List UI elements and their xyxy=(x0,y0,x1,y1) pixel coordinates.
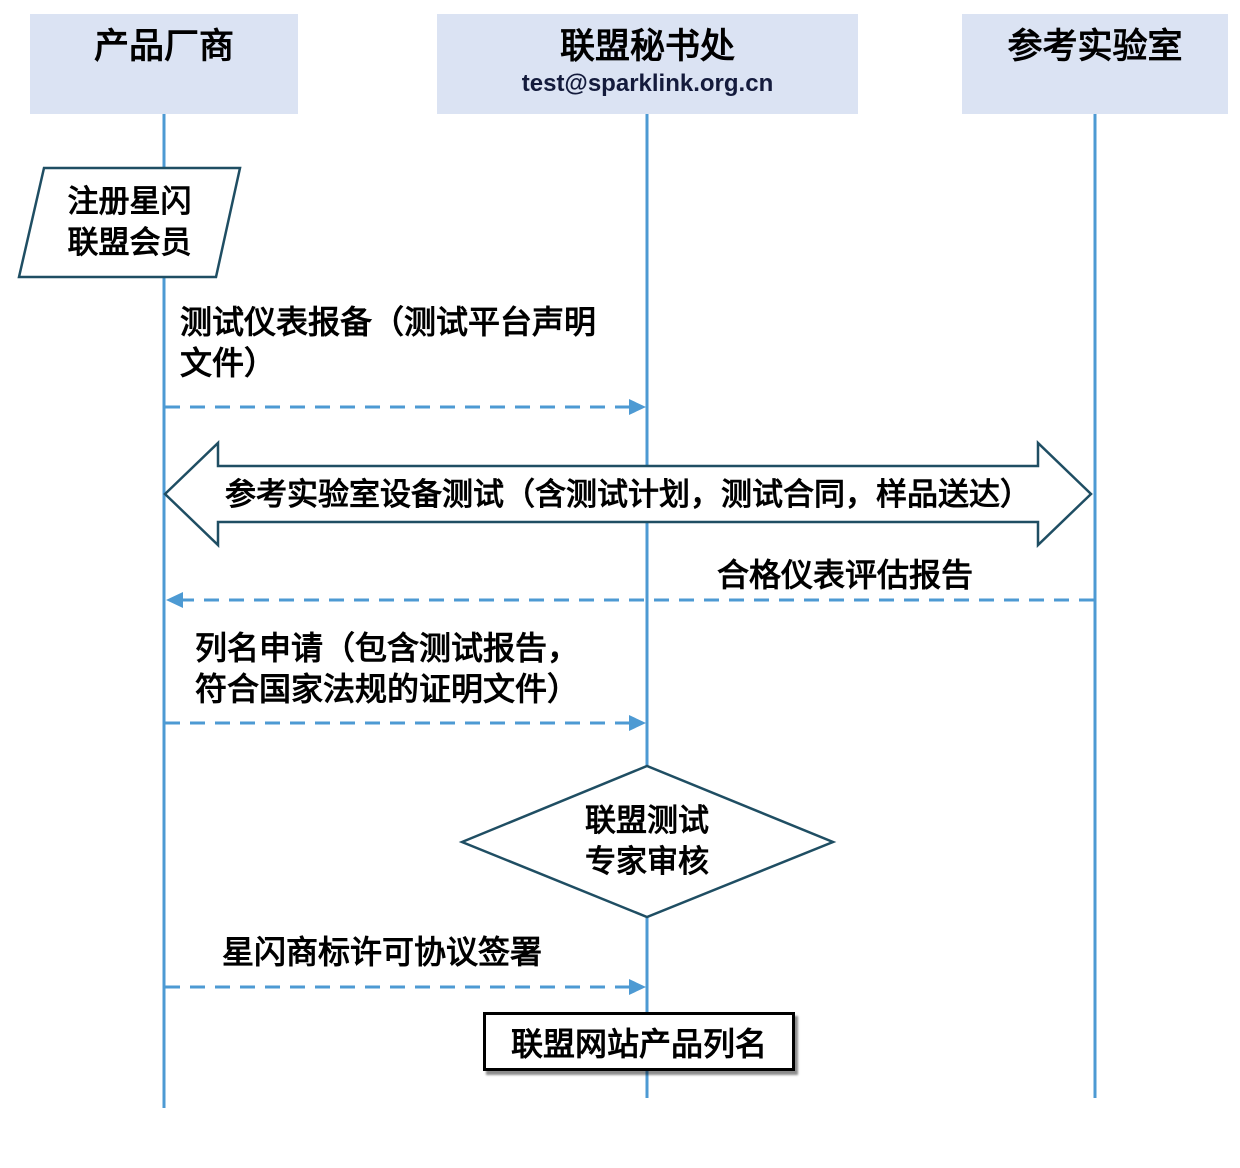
instrument-filing-label: 测试仪表报备（测试平台声明 文件） xyxy=(180,304,597,381)
actor-name-manufacturer: 产品厂商 xyxy=(93,27,234,66)
expert-review-diamond-shape xyxy=(458,764,837,919)
arrowhead-right-listing-application xyxy=(629,715,646,731)
lab-device-test-double-arrow-shape xyxy=(163,440,1093,548)
register-member-label: 注册星闪 联盟会员 xyxy=(67,184,192,260)
actor-header-manufacturer: 产品厂商 xyxy=(30,14,298,114)
arrowhead-right-trademark-license xyxy=(629,979,646,995)
trademark-license-label: 星闪商标许可协议签署 xyxy=(222,934,543,970)
actor-name-secretariat: 联盟秘书处 xyxy=(559,27,735,66)
website-listing-label: 联盟网站产品列名 xyxy=(510,1025,767,1062)
website-listing-box: 联盟网站产品列名 xyxy=(483,1012,795,1071)
expert-review-label: 联盟测试 专家审核 xyxy=(585,803,709,879)
arrowhead-left-qualified-report xyxy=(166,592,183,608)
arrowhead-right-instrument-filing xyxy=(629,399,646,415)
lab-device-test-label: 参考实验室设备测试（含测试计划，测试合同，样品送达） xyxy=(225,477,1031,512)
listing-application-label: 列名申请（包含测试报告， 符合国家法规的证明文件） xyxy=(195,630,580,707)
actor-header-reference-lab: 参考实验室 xyxy=(962,14,1228,114)
actor-header-secretariat: 联盟秘书处 test@sparklink.org.cn xyxy=(437,14,858,114)
qualified-report-label: 合格仪表评估报告 xyxy=(716,557,973,593)
register-member-parallelogram-shape xyxy=(17,166,242,279)
actor-email-secretariat: test@sparklink.org.cn xyxy=(521,70,774,97)
actor-name-reference-lab: 参考实验室 xyxy=(1007,27,1183,66)
